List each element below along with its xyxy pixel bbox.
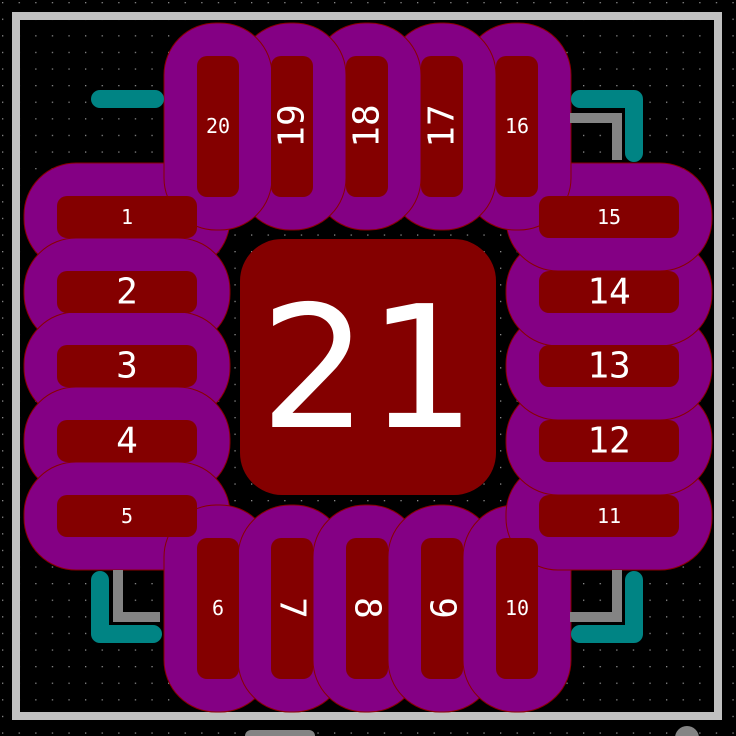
pad-label: 11 xyxy=(597,504,621,528)
pad-copper[interactable] xyxy=(539,345,679,387)
pad-copper[interactable] xyxy=(197,538,239,679)
pad-20[interactable]: 20 xyxy=(197,56,239,197)
pad-3[interactable]: 3 xyxy=(57,345,197,387)
pad-19[interactable]: 19 xyxy=(271,56,313,197)
silkscreen xyxy=(91,90,643,643)
pad-label: 14 xyxy=(587,272,630,313)
pad-copper[interactable] xyxy=(421,538,463,679)
pad-copper[interactable] xyxy=(271,56,313,197)
pad-12[interactable]: 12 xyxy=(539,420,679,462)
pad-copper[interactable] xyxy=(346,56,388,197)
pad-16[interactable]: 16 xyxy=(496,56,538,197)
pad-copper[interactable] xyxy=(57,495,197,537)
pad-9[interactable]: 9 xyxy=(421,538,463,679)
pad-4[interactable]: 4 xyxy=(57,420,197,462)
pad-14[interactable]: 14 xyxy=(539,271,679,313)
pad-copper[interactable] xyxy=(539,495,679,537)
pad-copper[interactable] xyxy=(346,538,388,679)
pad-copper[interactable] xyxy=(57,345,197,387)
pad-17[interactable]: 17 xyxy=(421,56,463,197)
pad-6[interactable]: 6 xyxy=(197,538,239,679)
pad-label: 7 xyxy=(272,597,313,619)
pad-copper[interactable] xyxy=(496,56,538,197)
board-outline xyxy=(12,12,722,720)
pad-label: 5 xyxy=(121,504,133,528)
pad-5[interactable]: 5 xyxy=(57,495,197,537)
pad-10[interactable]: 10 xyxy=(496,538,538,679)
pad-8[interactable]: 8 xyxy=(346,538,388,679)
pad-label: 12 xyxy=(587,421,630,462)
pad-copper[interactable] xyxy=(271,538,313,679)
pad-copper[interactable] xyxy=(57,420,197,462)
pad-1[interactable]: 1 xyxy=(57,196,197,238)
center-pad-copper[interactable] xyxy=(240,239,496,495)
center-pad-label: 21 xyxy=(260,270,476,468)
pad-label: 4 xyxy=(116,421,138,462)
pad-13[interactable]: 13 xyxy=(539,345,679,387)
courtyard-corners xyxy=(113,113,622,622)
offscreen-circle xyxy=(675,726,699,736)
offscreen-item xyxy=(245,730,315,736)
pad-7[interactable]: 7 xyxy=(271,538,313,679)
courtyard-corner-bottom-left xyxy=(113,570,160,622)
courtyard-corner-bottom-right xyxy=(570,570,622,622)
pad-label: 13 xyxy=(587,346,630,387)
pad-2[interactable]: 2 xyxy=(57,271,197,313)
silkscreen-corner-bottom-right xyxy=(571,571,643,643)
pad-label: 16 xyxy=(505,114,529,138)
pad-copper[interactable] xyxy=(57,196,197,238)
pad-label: 15 xyxy=(597,205,621,229)
courtyard-corner-top-right xyxy=(570,113,622,160)
pad-copper[interactable] xyxy=(496,538,538,679)
pad-label: 8 xyxy=(347,597,388,619)
pad-copper[interactable] xyxy=(539,271,679,313)
pad-label: 10 xyxy=(505,596,529,620)
pad-copper[interactable] xyxy=(421,56,463,197)
pad-label: 17 xyxy=(422,104,463,147)
pad-15[interactable]: 15 xyxy=(539,196,679,238)
pad-label: 2 xyxy=(116,272,138,313)
silkscreen-corner-top-right xyxy=(571,90,643,162)
center-pad[interactable]: 21 xyxy=(240,239,496,495)
pad-18[interactable]: 18 xyxy=(346,56,388,197)
pad-label: 9 xyxy=(422,597,463,619)
pad-copper[interactable] xyxy=(197,56,239,197)
pad-11[interactable]: 11 xyxy=(539,495,679,537)
pad-label: 1 xyxy=(121,205,133,229)
pad-label: 18 xyxy=(347,104,388,147)
pad-copper[interactable] xyxy=(57,271,197,313)
pad-label: 20 xyxy=(206,114,230,138)
silkscreen-corner-bottom-left xyxy=(91,571,162,643)
pad-copper[interactable] xyxy=(539,420,679,462)
pad-label: 6 xyxy=(212,596,224,620)
pad-label: 19 xyxy=(272,104,313,147)
pad-label: 3 xyxy=(116,346,138,387)
pad-copper[interactable] xyxy=(539,196,679,238)
